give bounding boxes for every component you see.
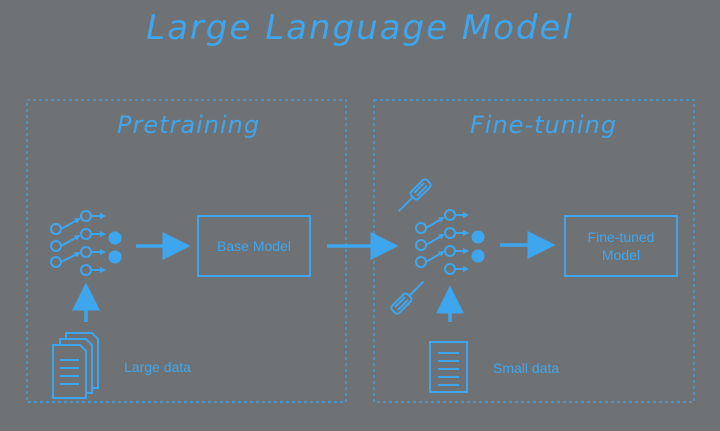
large-data-label: Large data (124, 359, 191, 375)
finetuning-title: Fine-tuning (470, 111, 618, 139)
finetuned-model-label: Fine-tuned Model (587, 229, 655, 263)
pretraining-title: Pretraining (117, 111, 261, 139)
base-model-box (197, 215, 311, 277)
screwdriver-bottom-icon (390, 280, 425, 315)
document-icon (429, 341, 468, 393)
small-data-label: Small data (493, 360, 560, 376)
screwdriver-top-icon (397, 178, 432, 213)
finetune-neural-network-icon (415, 209, 485, 275)
finetuned-model-box (564, 215, 678, 277)
documents-icon (52, 332, 99, 399)
neural-network-icon (50, 210, 122, 276)
diagram-title: Large Language Model (146, 8, 574, 48)
base-model-label: Base Model (217, 238, 291, 254)
pretraining-frame (26, 99, 347, 403)
